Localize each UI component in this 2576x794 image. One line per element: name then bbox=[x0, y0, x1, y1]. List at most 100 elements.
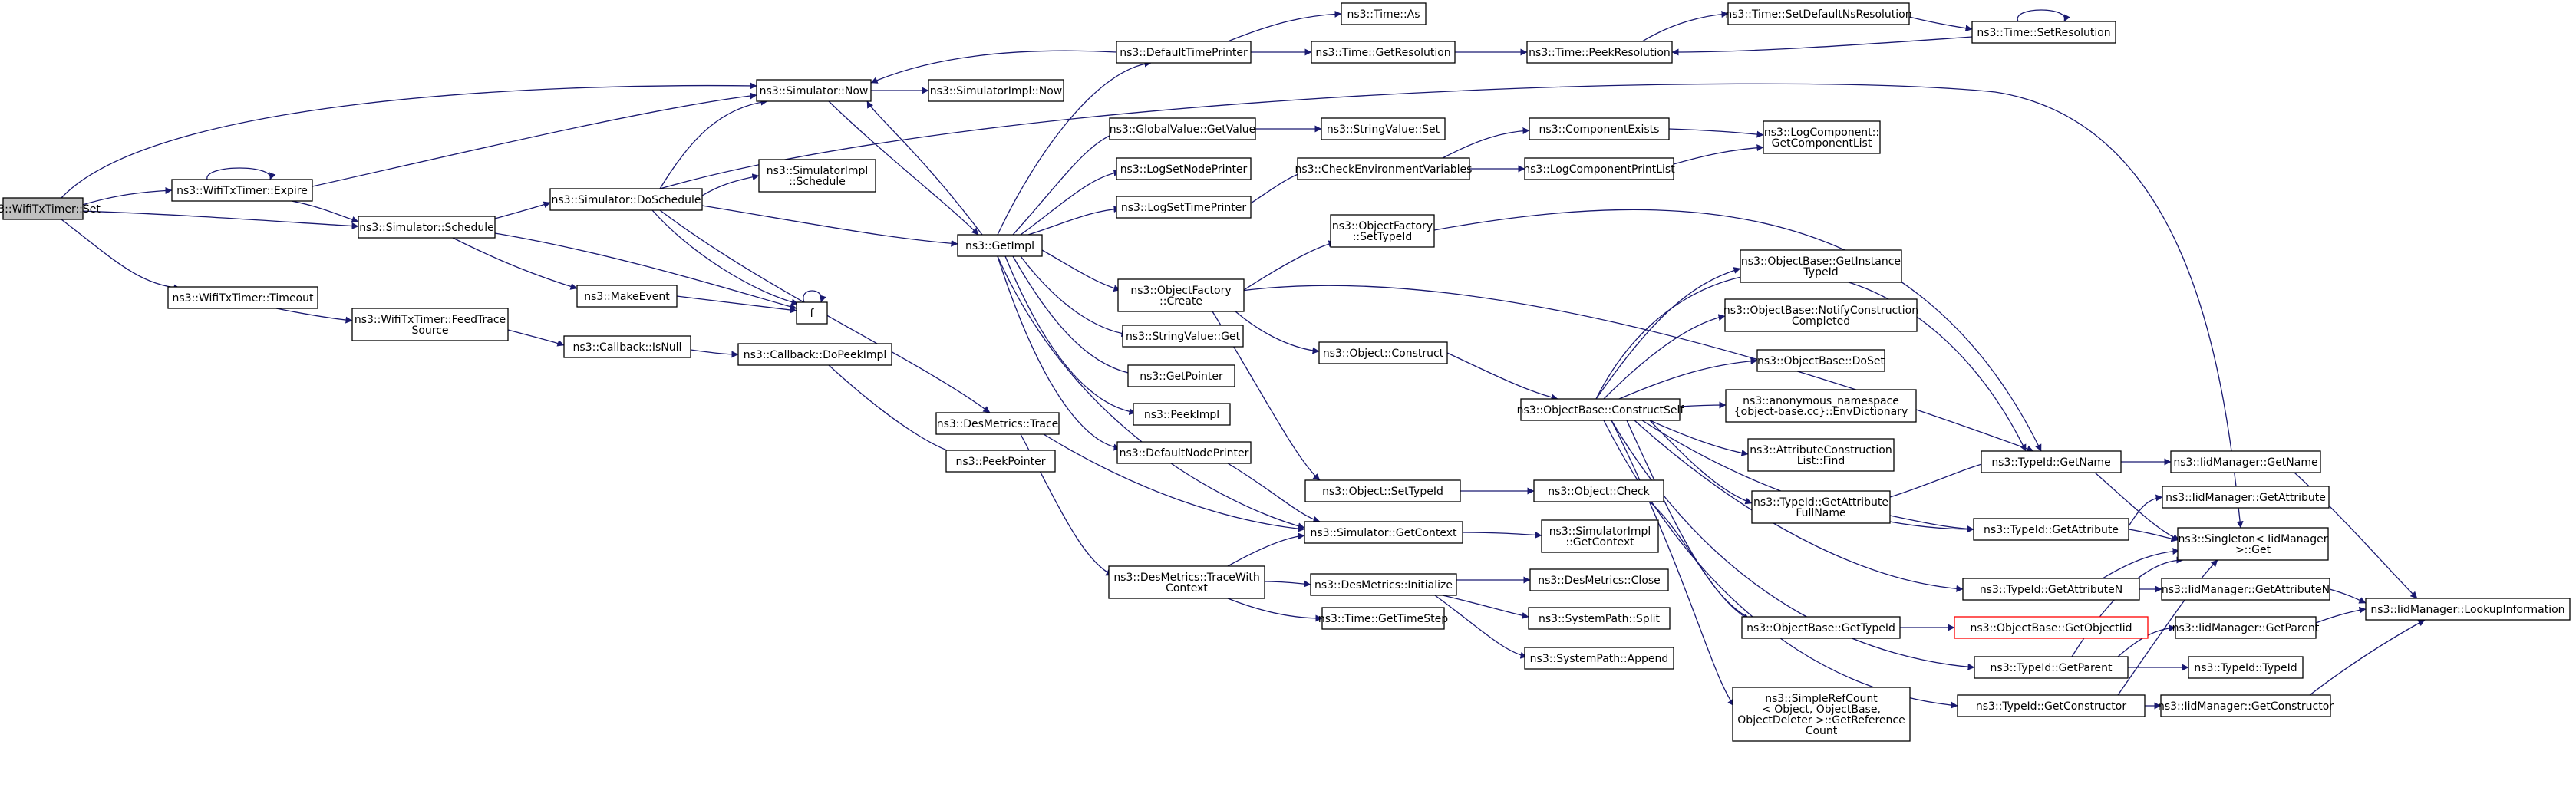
node-label: Source bbox=[411, 325, 448, 337]
edge-path bbox=[1442, 595, 1529, 619]
function-node[interactable]: ns3::PeekImpl bbox=[1133, 403, 1231, 426]
function-node[interactable]: ns3::IidManager::GetConstructor bbox=[2158, 694, 2334, 717]
function-node[interactable]: ns3::LogSetTimePrinter bbox=[1116, 196, 1252, 219]
function-node[interactable]: ns3::TypeId::GetAttribute bbox=[1973, 518, 2129, 541]
edge-path bbox=[79, 210, 359, 230]
function-node[interactable]: ns3::SystemPath::Append bbox=[1524, 647, 1674, 670]
node-box bbox=[1981, 450, 2122, 473]
function-node[interactable]: ns3::TypeId::GetName bbox=[1981, 450, 2122, 473]
function-node[interactable]: ns3::IidManager::GetParent bbox=[2172, 616, 2320, 639]
function-node[interactable]: ns3::ObjectBase::GetTypeId bbox=[1741, 616, 1901, 639]
edge-n40-to-n53 bbox=[1649, 420, 1753, 505]
function-node[interactable]: ns3::Object::SetTypeId bbox=[1304, 479, 1461, 502]
function-node[interactable]: ns3::TypeId::GetAttributeN bbox=[1962, 578, 2140, 601]
function-node[interactable]: ns3::DefaultTimePrinter bbox=[1116, 41, 1252, 64]
function-node[interactable]: ns3::CheckEnvironmentVariables bbox=[1295, 157, 1473, 180]
function-node[interactable]: ns3::Object::Check bbox=[1533, 479, 1664, 502]
function-node[interactable]: ns3::SimulatorImpl::GetContext bbox=[1541, 519, 1659, 553]
node-box bbox=[1116, 196, 1252, 219]
edge-path bbox=[1227, 532, 1305, 567]
function-node[interactable]: ns3::Time::GetTimeStep bbox=[1318, 607, 1448, 630]
function-node[interactable]: ns3::MakeEvent bbox=[576, 285, 678, 308]
function-node[interactable]: ns3::Singleton< IidManager>::Get bbox=[2177, 527, 2329, 561]
function-node[interactable]: ns3::ObjectBase::DoSet bbox=[1756, 349, 1885, 372]
function-node[interactable]: ns3::ObjectBase::ConstructSelf bbox=[1517, 398, 1685, 421]
node-label: List::Find bbox=[1797, 455, 1845, 467]
node-box bbox=[1304, 479, 1461, 502]
function-node[interactable]: ns3::IidManager::LookupInformation bbox=[2365, 598, 2571, 621]
function-node[interactable]: ns3::TypeId::GetConstructor bbox=[1957, 694, 2146, 717]
node-box bbox=[1526, 41, 1673, 64]
function-node[interactable]: ns3::ObjectFactory::Create bbox=[1117, 278, 1245, 312]
edge-path bbox=[1649, 501, 1750, 621]
function-node[interactable]: ns3::WifiTxTimer::Expire bbox=[171, 179, 313, 202]
function-node[interactable]: ns3::TypeId::GetParent bbox=[1974, 656, 2129, 679]
edge-path bbox=[659, 209, 991, 413]
function-node[interactable]: ns3::SimpleRefCount< Object, ObjectBase,… bbox=[1732, 687, 1911, 742]
function-node[interactable]: f bbox=[796, 301, 828, 325]
node-box bbox=[1116, 41, 1252, 64]
function-node[interactable]: ns3::DesMetrics::Trace bbox=[935, 412, 1060, 435]
function-node[interactable]: ns3::GetPointer bbox=[1127, 364, 1235, 387]
function-node[interactable]: ns3::Time::As bbox=[1341, 2, 1427, 25]
node-label: ns3::DesMetrics::Initialize bbox=[1314, 579, 1453, 591]
function-node[interactable]: ns3::LogSetNodePrinter bbox=[1116, 157, 1252, 180]
function-node[interactable]: ns3::Time::PeekResolution bbox=[1526, 41, 1673, 64]
function-node[interactable]: ns3::DefaultNodePrinter bbox=[1116, 441, 1252, 464]
function-node[interactable]: ns3::DesMetrics::Initialize bbox=[1310, 573, 1457, 596]
function-node[interactable]: ns3::Callback::DoPeekImpl bbox=[737, 343, 892, 366]
function-node[interactable]: ns3::LogComponentPrintList bbox=[1523, 157, 1675, 180]
function-node[interactable]: ns3::Callback::IsNull bbox=[563, 335, 691, 358]
function-node[interactable]: ns3::GetImpl bbox=[957, 234, 1043, 257]
edge-n40-to-n49 bbox=[1603, 314, 1726, 400]
node-label: ns3::LogComponentPrintList bbox=[1523, 163, 1675, 176]
function-node[interactable]: ns3::WifiTxTimer::Set bbox=[0, 197, 101, 220]
function-node[interactable]: ns3::Simulator::DoSchedule bbox=[549, 188, 703, 211]
function-node[interactable]: ns3::Time::GetResolution bbox=[1311, 41, 1456, 64]
edge-n16-to-n35 bbox=[1264, 580, 1311, 588]
function-node[interactable]: ns3::IidManager::GetAttribute bbox=[2162, 486, 2330, 509]
edge-n40-to-n51 bbox=[1679, 401, 1727, 409]
node-label: ns3::Simulator::Schedule bbox=[359, 222, 494, 234]
function-node[interactable]: ns3::Simulator::Schedule bbox=[358, 216, 496, 239]
function-node[interactable]: ns3::anonymous_namespace{object-base.cc}… bbox=[1725, 389, 1917, 423]
function-node[interactable]: ns3::StringValue::Get bbox=[1122, 325, 1244, 348]
function-node[interactable]: ns3::TypeId::TypeId bbox=[2188, 656, 2304, 679]
function-node[interactable]: ns3::ObjectBase::NotifyConstructionCompl… bbox=[1723, 298, 1918, 332]
function-node[interactable]: ns3::ObjectBase::GetObjectIid bbox=[1954, 616, 2149, 639]
function-node[interactable]: ns3::SimulatorImpl::Schedule bbox=[758, 159, 876, 193]
function-node[interactable]: ns3::GlobalValue::GetValue bbox=[1109, 117, 1256, 140]
function-node[interactable]: ns3::SimulatorImpl::Now bbox=[928, 79, 1064, 102]
edge-path bbox=[1227, 463, 1321, 523]
function-node[interactable]: ns3::Time::SetDefaultNsResolution bbox=[1725, 2, 1912, 25]
function-node[interactable]: ns3::Time::SetResolution bbox=[1971, 21, 2116, 44]
node-label: {object-base.cc}::EnvDictionary bbox=[1734, 406, 1908, 418]
edge-path bbox=[1649, 420, 1753, 505]
function-node[interactable]: ns3::IidManager::GetAttributeN bbox=[2161, 578, 2330, 601]
edge-n1-to-n6 bbox=[828, 100, 979, 236]
function-node[interactable]: ns3::IidManager::GetName bbox=[2170, 450, 2321, 473]
function-node[interactable]: ns3::ObjectFactory::SetTypeId bbox=[1330, 214, 1435, 248]
edge-path bbox=[1626, 420, 1758, 623]
node-label: ns3::IidManager::GetAttribute bbox=[2165, 492, 2326, 504]
node-label: ns3::PeekImpl bbox=[1144, 409, 1219, 421]
edge-n4-to-n10 bbox=[275, 308, 353, 324]
function-node[interactable]: ns3::Simulator::Now bbox=[756, 79, 872, 102]
function-node[interactable]: ns3::Object::Construct bbox=[1318, 341, 1448, 364]
function-node[interactable]: ns3::StringValue::Set bbox=[1321, 117, 1446, 140]
edge-path bbox=[1235, 311, 1320, 354]
function-node[interactable]: ns3::DesMetrics::Close bbox=[1529, 568, 1669, 591]
function-node[interactable]: ns3::ComponentExists bbox=[1529, 117, 1670, 140]
function-node[interactable]: ns3::SystemPath::Split bbox=[1528, 607, 1671, 630]
edge-n11-to-n12 bbox=[690, 349, 739, 358]
function-node[interactable]: ns3::WifiTxTimer::Timeout bbox=[167, 286, 318, 309]
node-label: ns3::Time::GetResolution bbox=[1315, 47, 1450, 59]
function-node[interactable]: ns3::Simulator::GetContext bbox=[1304, 521, 1463, 544]
function-node[interactable]: ns3::LogComponent::GetComponentList bbox=[1763, 120, 1881, 154]
function-node[interactable]: ns3::PeekPointer bbox=[945, 450, 1056, 473]
